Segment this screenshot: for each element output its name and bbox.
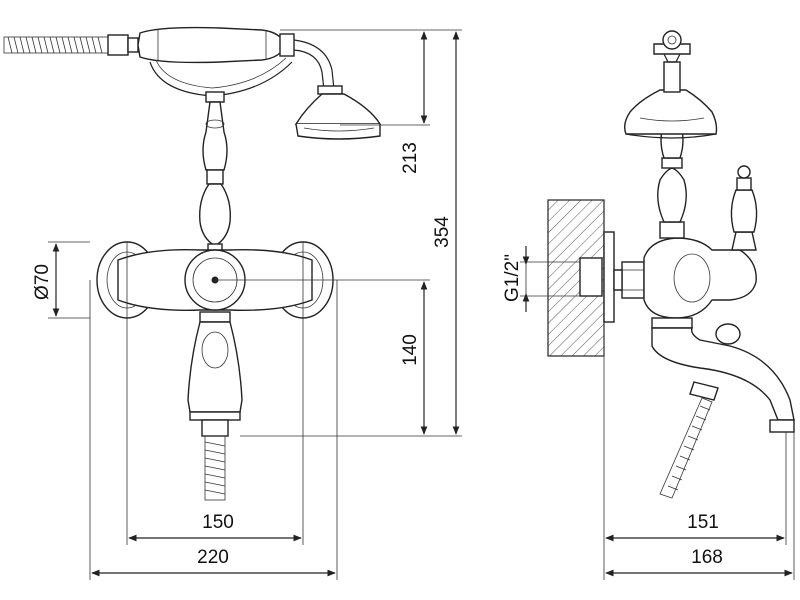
dim-label-168: 168 [691,547,723,568]
hose-connector [187,311,243,501]
dim-label-151: 151 [687,512,719,533]
hand-shower-icon [137,26,382,140]
front-view: 213 354 140 Ø70 150 220 [3,26,462,580]
dim-label-diameter: Ø70 [32,264,53,300]
spout-icon [651,317,795,433]
dim-label-150: 150 [202,512,234,533]
side-hose-icon [659,381,719,499]
dim-label-220: 220 [197,547,229,568]
dim-label-140: 140 [400,334,421,366]
inlet-fitting [579,257,603,297]
side-view: G1/2" 151 168 [502,30,795,580]
side-escutcheon [603,231,615,323]
dim-label-354: 354 [432,216,453,248]
riser-pipe [199,91,231,253]
side-shower-head-icon [623,30,718,139]
lever-handle-icon [730,165,758,251]
dim-label-thread: G1/2" [502,254,523,302]
dim-label-213: 213 [400,142,421,174]
shower-hose-icon [3,34,139,56]
